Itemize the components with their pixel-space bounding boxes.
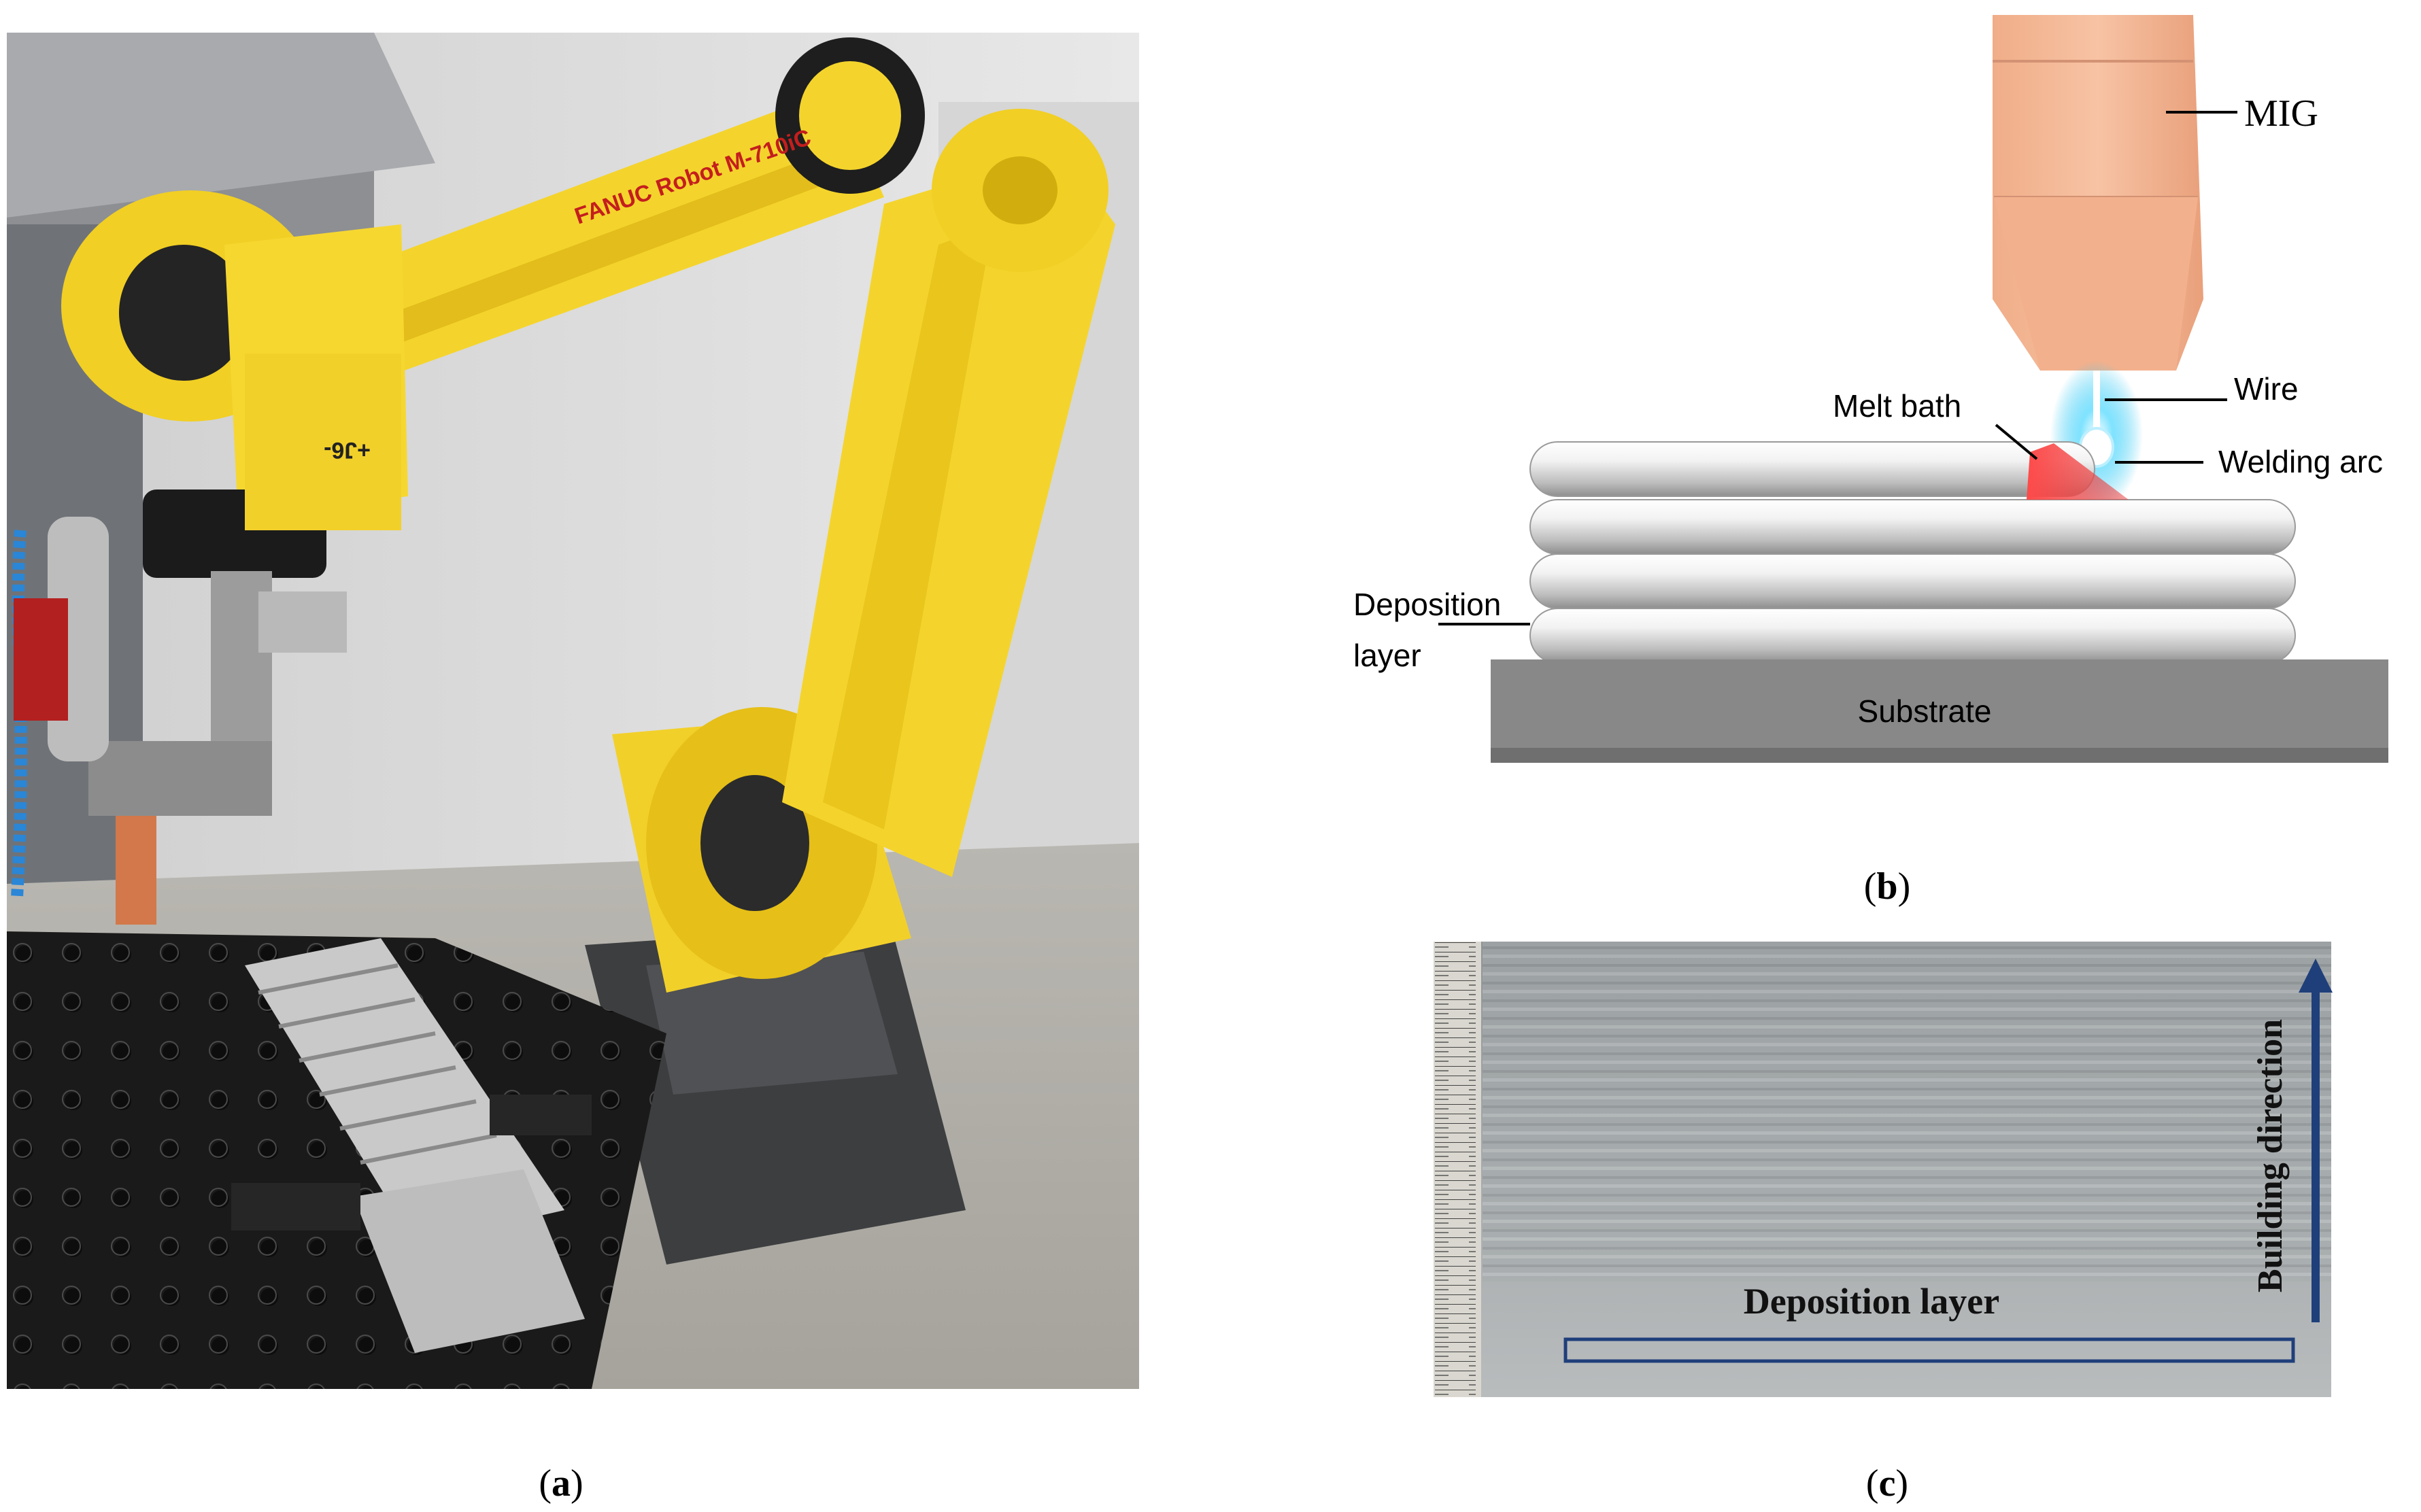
caption-b-letter: b	[1876, 865, 1897, 908]
bead-3	[1529, 499, 2296, 555]
hood-panel	[7, 33, 435, 218]
torch-nozzle	[1994, 197, 2198, 371]
bead-2	[1529, 553, 2296, 609]
panel-c-photo: Deposition layer Building direction	[1434, 942, 2333, 1397]
substrate	[1491, 659, 2388, 761]
torch-clamp	[88, 741, 272, 816]
robot-base-top	[646, 952, 898, 1095]
bead-1	[1529, 608, 2296, 664]
contact-tip	[116, 816, 156, 925]
caption-a: (a)	[539, 1462, 583, 1505]
clamp-right	[490, 1095, 592, 1135]
label-deposition-line2: layer	[1353, 638, 1421, 673]
label-deposition-line1: Deposition	[1353, 587, 1501, 622]
clamp-left	[231, 1183, 360, 1231]
deposited-samples	[245, 938, 564, 1244]
substrate-shadow	[1491, 748, 2388, 763]
deposition-layer-box	[1563, 1337, 2295, 1363]
label-wire: Wire	[2234, 371, 2299, 407]
bead-top	[1529, 441, 2095, 497]
panel-a-photo: FANUC Robot M-710iC +J6-	[7, 33, 1139, 1389]
label-building-direction: Building direction	[2251, 1019, 2290, 1292]
aluminium-profile	[258, 591, 347, 653]
caption-c-letter: c	[1879, 1462, 1896, 1505]
caption-a-letter: a	[552, 1462, 571, 1505]
panel-b-schematic: MIG Wire Welding arc Melt bath Depositio…	[1353, 15, 2388, 763]
label-melt-bath: Melt bath	[1833, 388, 1961, 424]
torch-handle	[14, 598, 68, 721]
label-welding-arc: Welding arc	[2218, 444, 2383, 479]
ruler-ticks	[1435, 942, 1476, 1397]
label-substrate: Substrate	[1858, 693, 1992, 729]
label-mig: MIG	[2244, 92, 2318, 135]
caption-b: (b)	[1864, 865, 1910, 908]
melt-bath	[2027, 443, 2129, 500]
layer-striations	[1483, 942, 2331, 1282]
building-direction-arrowhead	[2299, 959, 2333, 993]
caption-c: (c)	[1866, 1462, 1908, 1505]
leader-melt-bath	[1995, 424, 2038, 460]
label-deposition-layer: Deposition layer	[1744, 1281, 1999, 1322]
axis-marking: +J6-	[324, 437, 371, 463]
sample-edges	[258, 963, 497, 1165]
base-plate	[354, 1169, 585, 1353]
robot-arm	[61, 37, 1115, 993]
